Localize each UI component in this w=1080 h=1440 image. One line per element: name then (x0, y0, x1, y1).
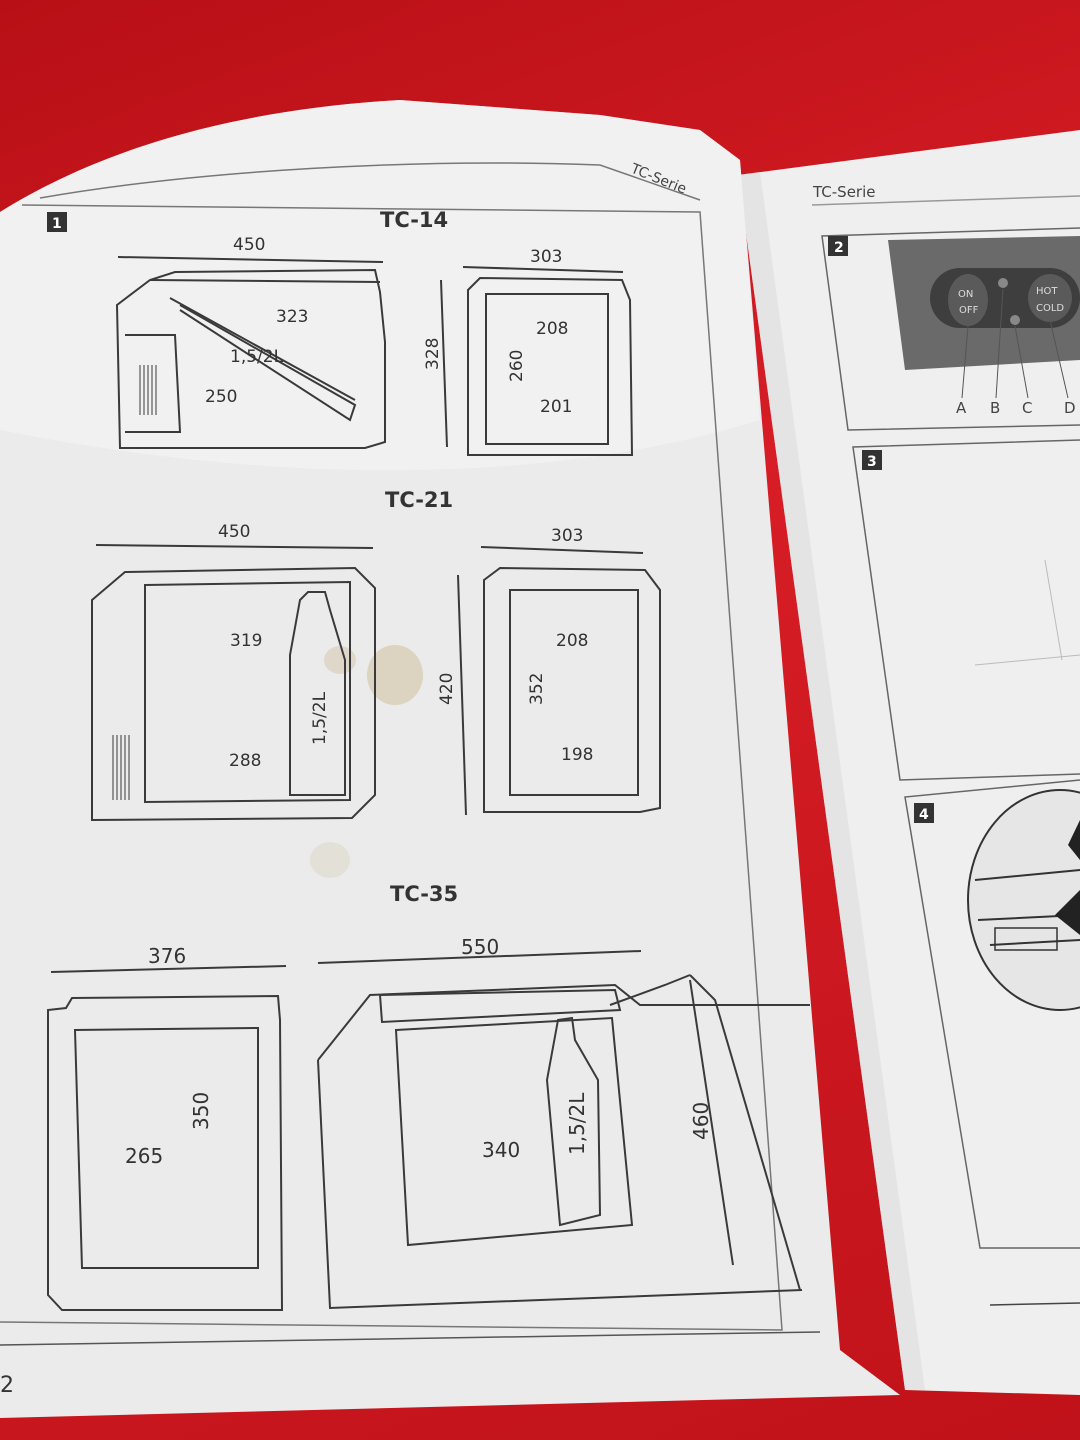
figure-2-number: 2 (834, 240, 844, 256)
tc14-inner-height: 260 (507, 350, 527, 382)
tc14-front-width: 303 (530, 247, 562, 267)
tc35-height: 460 (689, 1102, 713, 1140)
tc21-side-vent (112, 735, 130, 800)
right-page-header: TC-Serie (812, 183, 875, 201)
switch-off-label: OFF (959, 305, 979, 316)
tc21-inner-bottom-width: 198 (561, 745, 593, 765)
figure-3-panel: 3 (852, 439, 1080, 781)
tc14-side-width: 450 (233, 235, 265, 255)
tc14-title: TC-14 (380, 208, 448, 232)
tc21-front-width: 303 (551, 526, 583, 546)
tc14-bottle: 1,5/2L (230, 347, 284, 367)
tc21-height: 420 (437, 673, 457, 705)
tc21-inner-width: 319 (230, 631, 262, 651)
tc35-drawings (47, 950, 810, 1311)
tc14-inner-bottom-width: 201 (540, 397, 572, 417)
tc14-side-vent (139, 365, 157, 415)
tc21-inner-top-width: 208 (556, 631, 588, 651)
tc21-bottom-width: 288 (229, 751, 261, 771)
tc14-bottom-width: 250 (205, 387, 237, 407)
tc35-title: TC-35 (390, 882, 458, 906)
left-page-number: 2 (0, 1373, 14, 1398)
figure-1-number: 1 (52, 216, 62, 232)
tc21-bottle: 1,5/2L (310, 691, 330, 745)
tc35-front-width: 376 (148, 944, 186, 968)
tc21-drawings (91, 544, 661, 822)
figure-3-number: 3 (867, 454, 877, 470)
tc14-height: 328 (423, 338, 443, 370)
tc35-bottle: 1,5/2L (565, 1092, 589, 1155)
label-b: B (990, 399, 1000, 417)
tc14-inner-top-width: 208 (536, 319, 568, 339)
tc21-side-width: 450 (218, 522, 250, 542)
tc21-inner-height: 352 (527, 673, 547, 705)
switch-on-label: ON (958, 289, 973, 300)
figure-4-number: 4 (919, 807, 929, 823)
figure-2-panel: 2 ON OFF HOT COLD A B C D (821, 227, 1080, 431)
tc14-inner-width: 323 (276, 307, 308, 327)
switch-hot-label: HOT (1036, 286, 1058, 297)
switch-cold-label: COLD (1036, 303, 1064, 314)
tc35-side-width: 550 (461, 935, 499, 959)
tc14-drawings (115, 256, 634, 456)
tc35-inner-height: 350 (189, 1092, 213, 1130)
tc35-inner-width: 265 (125, 1144, 163, 1168)
label-d: D (1064, 399, 1076, 417)
label-a: A (956, 399, 967, 417)
tc35-inner-side-width: 340 (482, 1138, 520, 1162)
figure-4-panel: 4 (904, 779, 1080, 1249)
tc21-title: TC-21 (385, 488, 453, 512)
label-c: C (1022, 399, 1032, 417)
